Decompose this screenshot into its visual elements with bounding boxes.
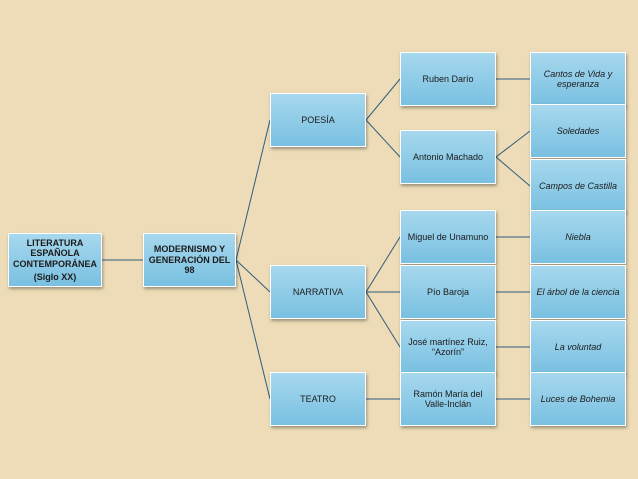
connector-movement-teatro	[235, 259, 271, 400]
connector-movement-narrativa	[235, 259, 271, 293]
genre-node-teatro: TEATRO	[270, 372, 366, 426]
work-node-arbol: El árbol de la ciencia	[530, 265, 626, 319]
author-node-baroja: Pío Baroja	[400, 265, 496, 319]
work-label-cantos: Cantos de Vida y esperanza	[543, 68, 613, 89]
author-node-valle: Ramón María del Valle-Inclán	[400, 372, 496, 426]
movement-label: MODERNISMO Y GENERACIÓN DEL 98	[148, 244, 231, 276]
author-node-dario: Ruben Darío	[400, 52, 496, 106]
connector-narrativa-unamuno	[365, 236, 401, 293]
connector-poesia-dario	[365, 78, 401, 121]
work-node-cantos: Cantos de Vida y esperanza	[530, 52, 626, 106]
author-label-valle: Ramón María del Valle-Inclán	[413, 388, 483, 409]
work-label-campos: Campos de Castilla	[538, 180, 618, 191]
root-subtitle: (Siglo XX)	[33, 271, 77, 282]
root-title: LITERATURA ESPAÑOLA CONTEMPORÁNEA	[13, 237, 98, 269]
author-node-unamuno: Miguel de Unamuno	[400, 210, 496, 264]
work-node-campos: Campos de Castilla	[530, 159, 626, 213]
genre-label-teatro: TEATRO	[300, 393, 336, 404]
work-node-luces: Luces de Bohemia	[530, 372, 626, 426]
author-label-azorin: José martínez Ruiz, “Azorín”	[408, 336, 488, 357]
work-label-soledades: Soledades	[556, 125, 600, 136]
connector-movement-poesia	[235, 119, 271, 261]
author-label-baroja: Pío Baroja	[426, 286, 470, 297]
work-label-voluntad: La voluntad	[554, 341, 602, 352]
genre-node-narrativa: NARRATIVA	[270, 265, 366, 319]
connector-machado-campos	[495, 156, 531, 187]
author-label-dario: Ruben Darío	[422, 73, 474, 84]
work-label-niebla: Niebla	[565, 231, 591, 242]
work-node-voluntad: La voluntad	[530, 320, 626, 374]
genre-node-poesia: POESÍA	[270, 93, 366, 147]
root-node: LITERATURA ESPAÑOLA CONTEMPORÁNEA (Siglo…	[8, 233, 102, 287]
movement-node: MODERNISMO Y GENERACIÓN DEL 98	[143, 233, 236, 287]
work-node-niebla: Niebla	[530, 210, 626, 264]
connector-machado-soledades	[495, 130, 531, 158]
author-label-unamuno: Miguel de Unamuno	[407, 231, 489, 242]
genre-label-poesia: POESÍA	[301, 114, 335, 125]
author-label-machado: Antonio Machado	[412, 151, 484, 162]
work-label-arbol: El árbol de la ciencia	[536, 286, 620, 297]
genre-label-narrativa: NARRATIVA	[292, 286, 344, 297]
author-node-machado: Antonio Machado	[400, 130, 496, 184]
connector-poesia-machado	[365, 119, 401, 158]
work-node-soledades: Soledades	[530, 104, 626, 158]
author-node-azorin: José martínez Ruiz, “Azorín”	[400, 320, 496, 374]
connector-narrativa-azorin	[365, 291, 401, 348]
work-label-luces: Luces de Bohemia	[540, 393, 616, 404]
